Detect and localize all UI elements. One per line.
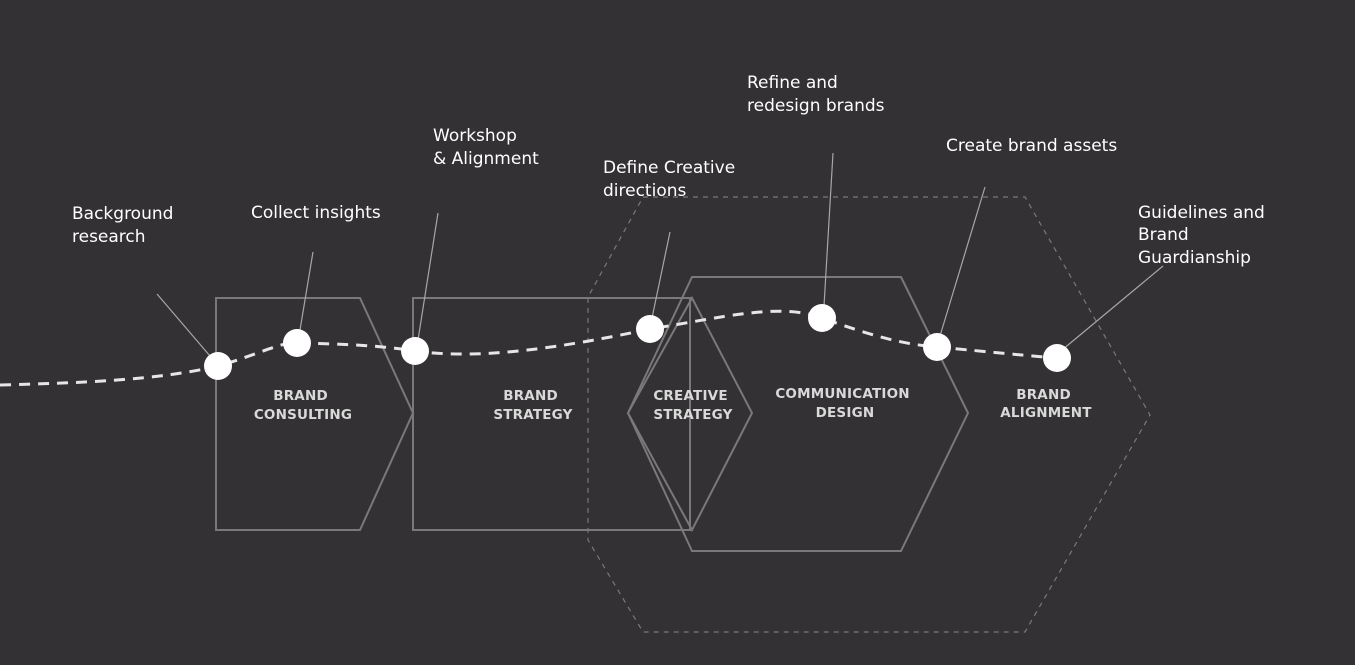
- callout-create-brand-assets: Create brand assets: [946, 136, 1117, 156]
- step-node-refine-redesign: [808, 304, 836, 332]
- creative-strategy-hexagon: [626, 295, 754, 533]
- brand-alignment-dashed-hexagon: [587, 196, 1151, 633]
- callout-collect-insights: Collect insights: [251, 203, 381, 223]
- step-node-background-research: [204, 352, 232, 380]
- step-node-create-assets: [923, 333, 951, 361]
- leader-line-refine-redesign: [823, 152, 834, 307]
- step-node-workshop: [401, 337, 429, 365]
- leader-line-create-assets: [939, 186, 986, 337]
- callout-workshop-alignment: Workshop & Alignment: [433, 126, 539, 169]
- leader-line-guidelines: [1061, 265, 1164, 351]
- stage-label-communication-design: COMMUNICATION DESIGN: [775, 386, 914, 421]
- stage-label-brand-strategy: BRAND STRATEGY: [493, 388, 572, 423]
- stage-label-brand-alignment: BRAND ALIGNMENT: [1000, 387, 1092, 421]
- journey-path: [0, 309, 1058, 387]
- stage-label-brand-consulting: BRAND CONSULTING: [254, 388, 352, 423]
- callout-guidelines-guardianship: Guidelines and Brand Guardianship: [1138, 203, 1270, 268]
- brand-consulting-shape: [215, 297, 415, 531]
- callout-define-creative-directions: Define Creative directions: [603, 158, 741, 201]
- step-node-guidelines: [1043, 344, 1071, 372]
- leader-line-collect-insights: [299, 251, 314, 331]
- step-node-define-creative: [636, 315, 664, 343]
- leader-line-workshop: [417, 212, 439, 341]
- leader-line-define-creative: [651, 231, 671, 319]
- leader-line-background-research: [156, 293, 211, 357]
- callout-background-research: Background research: [72, 204, 179, 247]
- callout-refine-redesign-brands: Refine and redesign brands: [747, 73, 885, 116]
- stage-label-creative-strategy: CREATIVE STRATEGY: [653, 388, 732, 423]
- communication-design-hexagon: [626, 276, 970, 552]
- step-node-collect-insights: [283, 329, 311, 357]
- brand-strategy-shape: [412, 297, 691, 531]
